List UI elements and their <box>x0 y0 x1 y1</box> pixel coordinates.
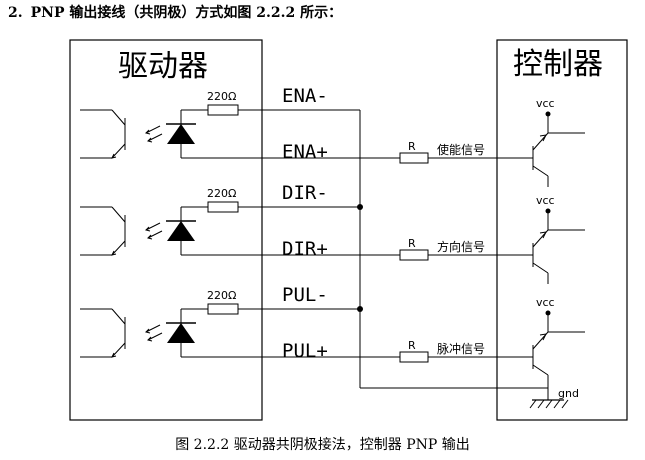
light-arrows-icon <box>145 222 163 240</box>
internal-resistor <box>207 201 239 213</box>
internal-resistor <box>207 303 239 315</box>
minus-terminal-label: PUL- <box>282 284 328 306</box>
junction-dot <box>357 306 363 312</box>
section-number: 2. <box>8 5 23 21</box>
internal-resistor-label: 220Ω <box>207 90 236 103</box>
series-resistor <box>399 351 429 363</box>
series-resistor-label: R <box>408 140 416 153</box>
minus-terminal-label: ENA- <box>282 85 328 107</box>
pnp-transistor-icon <box>532 319 585 386</box>
plus-terminal-label: ENA+ <box>282 141 328 163</box>
section-heading: 2. PNP 输出接线（共阴极）方式如图 2.2.2 所示： <box>8 2 342 22</box>
pnp-transistor-icon <box>532 120 585 187</box>
ground-icon <box>529 399 569 409</box>
phototransistor <box>80 109 126 159</box>
series-resistor-label: R <box>408 339 416 352</box>
internal-resistor-label: 220Ω <box>207 187 236 200</box>
controller-box <box>496 39 628 421</box>
pnp-transistor-icon <box>532 217 585 284</box>
light-arrows-icon <box>145 324 163 342</box>
led-diode-icon <box>167 221 195 241</box>
signal-label: 使能信号 <box>437 142 485 157</box>
signal-label: 脉冲信号 <box>437 341 485 356</box>
series-resistor <box>399 152 429 164</box>
plus-terminal-label: PUL+ <box>282 340 328 362</box>
plus-terminal-label: DIR+ <box>282 238 328 260</box>
controller-title: 控制器 <box>513 47 603 82</box>
internal-resistor-label: 220Ω <box>207 289 236 302</box>
phototransistor <box>80 206 126 256</box>
vcc-label: vcc <box>536 296 555 309</box>
driver-box <box>69 39 263 421</box>
minus-terminal-label: DIR- <box>282 182 328 204</box>
channel-ena: 220Ω ENA- ENA+ R 使能信号 vcc <box>80 85 585 187</box>
vcc-label: vcc <box>536 194 555 207</box>
junction-dot <box>357 204 363 210</box>
driver-title: 驱动器 <box>118 49 208 84</box>
figure-caption: 图 2.2.2 驱动器共阴极接法，控制器 PNP 输出 <box>175 437 470 453</box>
phototransistor <box>80 308 126 358</box>
series-resistor-label: R <box>408 237 416 250</box>
internal-resistor <box>207 104 239 116</box>
vcc-label: vcc <box>536 97 555 110</box>
light-arrows-icon <box>145 125 163 143</box>
series-resistor <box>399 249 429 261</box>
led-diode-icon <box>167 124 195 144</box>
gnd-label: gnd <box>558 387 579 400</box>
signal-label: 方向信号 <box>437 239 485 254</box>
section-heading-text: PNP 输出接线（共阴极）方式如图 2.2.2 所示： <box>30 5 343 21</box>
channel-dir: 220Ω DIR- DIR+ R 方向信号 vcc <box>80 182 585 284</box>
led-diode-icon <box>167 323 195 343</box>
channel-pul: 220Ω PUL- PUL+ R 脉冲信号 vcc <box>80 284 585 386</box>
